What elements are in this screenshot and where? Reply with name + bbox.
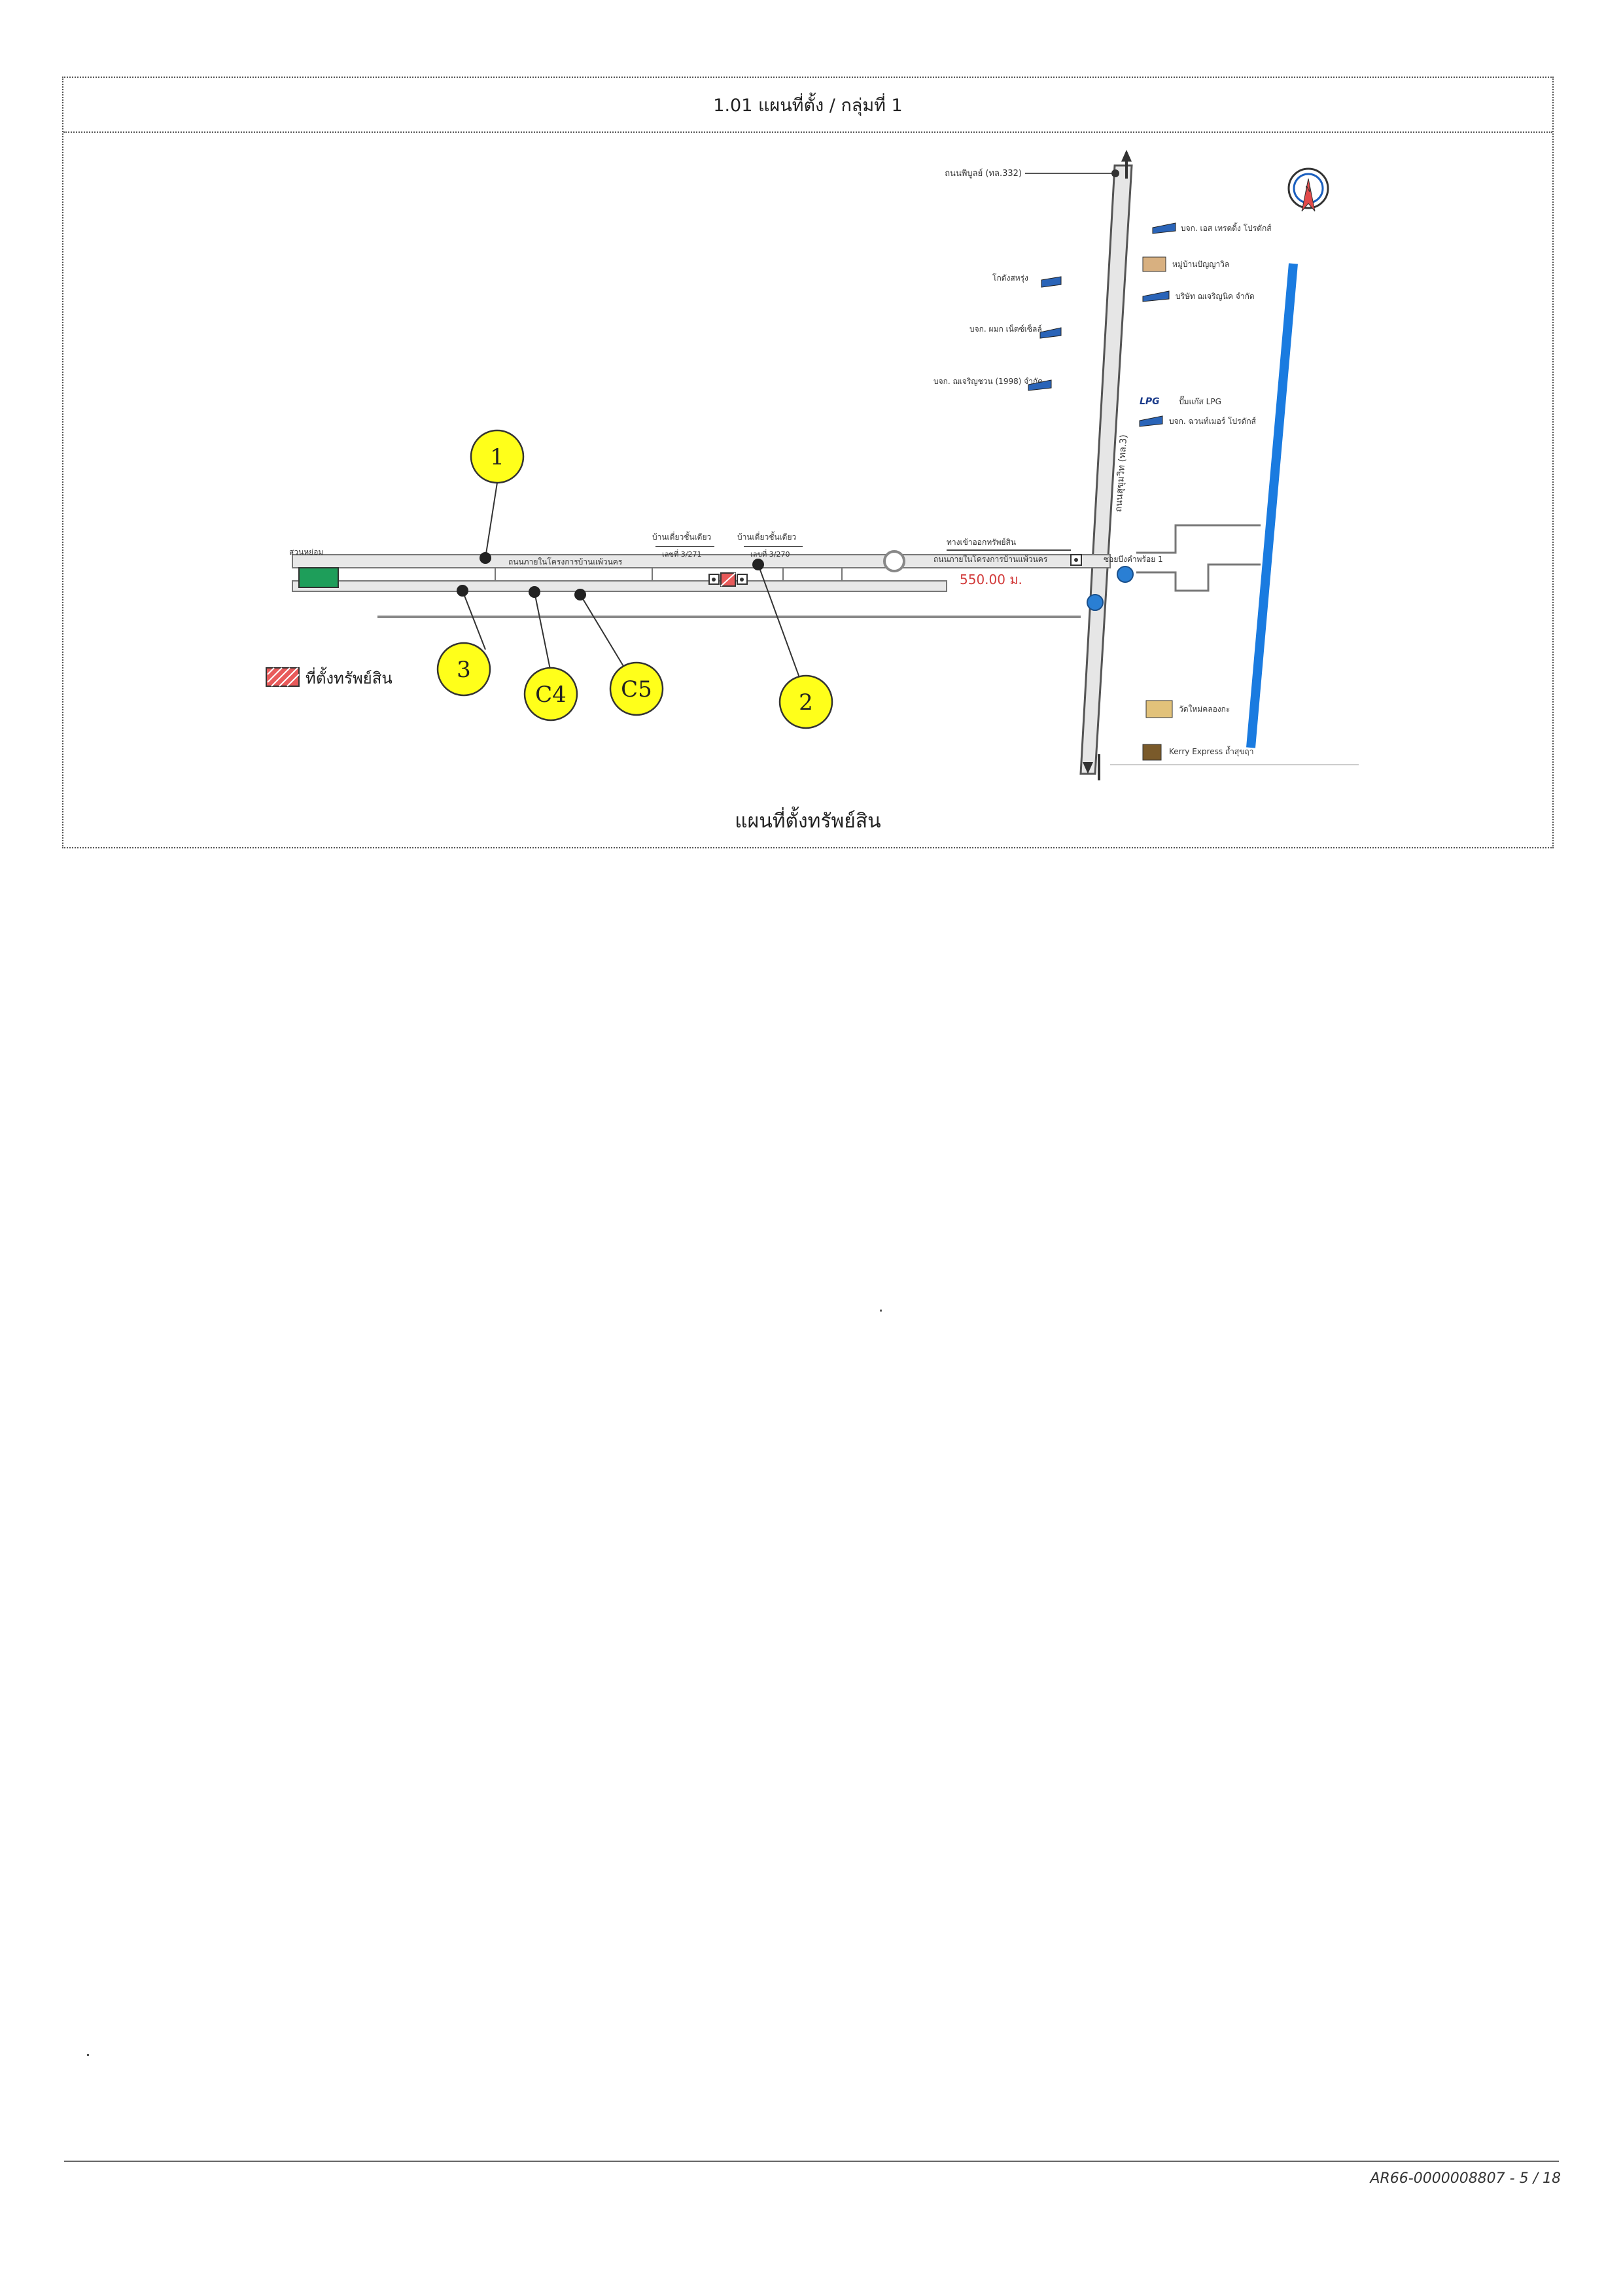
map-caption: แผนที่ตั้งทรัพย์สิน [735, 810, 881, 833]
place-label-chuanmer: บจก. ฉวนท์เมอร์ โปรดักส์ [1169, 417, 1257, 426]
scan-speck [87, 2054, 89, 2056]
legend-label: ที่ตั้งทรัพย์สิน [305, 667, 393, 687]
scan-speck [880, 1310, 882, 1312]
compass-icon: N [1287, 167, 1329, 212]
marker-c4-label: C4 [535, 682, 567, 708]
north-road-label: ถนนพิบูลย์ (ทล.332) [945, 168, 1022, 179]
marker-1-label: 1 [490, 444, 504, 470]
house-number-b: เลขที่ 3/270 [750, 549, 790, 559]
place-label-kerry: Kerry Express ถ้ำสุขฤา [1169, 746, 1253, 757]
side-road-upper [292, 554, 1111, 568]
marker-2-label: 2 [799, 689, 813, 716]
house-label-b: บ้านเดี่ยวชั้นเดียว [737, 531, 796, 542]
distance-label: 550.00 ม. [960, 572, 1022, 587]
marker-c5-label: C5 [621, 676, 652, 703]
roundabout-icon [883, 550, 905, 572]
side-road-lower [292, 580, 947, 592]
side-road-label: ถนนภายในโครงการบ้านแพ้วนคร [508, 557, 623, 566]
marker-3 [436, 642, 491, 697]
place-label-es-trading: บจก. เอส เทรดดิ้ง โปรดักส์ [1181, 222, 1272, 233]
place-label-village: หมู่บ้านปัญญาวิล [1172, 260, 1229, 270]
marker-c5 [609, 661, 664, 716]
park-label: สวนหย่อม [289, 548, 323, 557]
park-area [298, 567, 339, 588]
place-label-netsell: บจก. ผมก เน็ตซ์เซ็ลล์ [969, 324, 1042, 334]
lpg-logo: LPG [1140, 396, 1160, 407]
document-reference: AR66-0000008807 - 5 / 18 [1370, 2170, 1561, 2187]
marker-3-label: 3 [457, 657, 471, 683]
marker-1 [470, 429, 525, 484]
place-label-charoen: บจก. ฌเจริญชวน (1998) จำกัด [934, 377, 1043, 386]
marker-2 [778, 674, 833, 729]
house-label-a: บ้านเดี่ยวชั้นเดียว [652, 531, 711, 542]
house-number-a: เลขที่ 3/271 [662, 549, 701, 559]
side-road-label-east: ถนนภายในโครงการบ้านแพ้วนคร [934, 555, 1048, 564]
location-map: ถนนพิบูลย์ (ทล.332) ถนนสุขุมวิท (ทล.3) ส… [63, 133, 1552, 847]
svg-text:N: N [1305, 184, 1311, 194]
entrance-label: ทางเข้าออกทรัพย์สิน [947, 538, 1016, 547]
section-title: 1.01 แผนที่ตั้ง / กลุ่มที่ 1 [63, 78, 1552, 133]
place-label-warehouse: โกดังสหรุ่ง [992, 273, 1028, 283]
place-label-lpg: ปั๊มแก๊ส LPG [1179, 396, 1221, 406]
place-label-charoennik: บริษัท ฌเจริญนิค จำกัด [1176, 292, 1255, 301]
footer-rule [64, 2161, 1559, 2162]
junction-road-label: ซอยบึงคำพร้อย 1 [1104, 555, 1163, 564]
map-frame: 1.01 แผนที่ตั้ง / กลุ่มที่ 1 ถนนพิบูลย์ … [62, 77, 1554, 848]
place-label-temple: วัดใหม่คลองกะ [1179, 704, 1230, 714]
marker-c4 [523, 667, 578, 722]
canal [1246, 263, 1298, 748]
